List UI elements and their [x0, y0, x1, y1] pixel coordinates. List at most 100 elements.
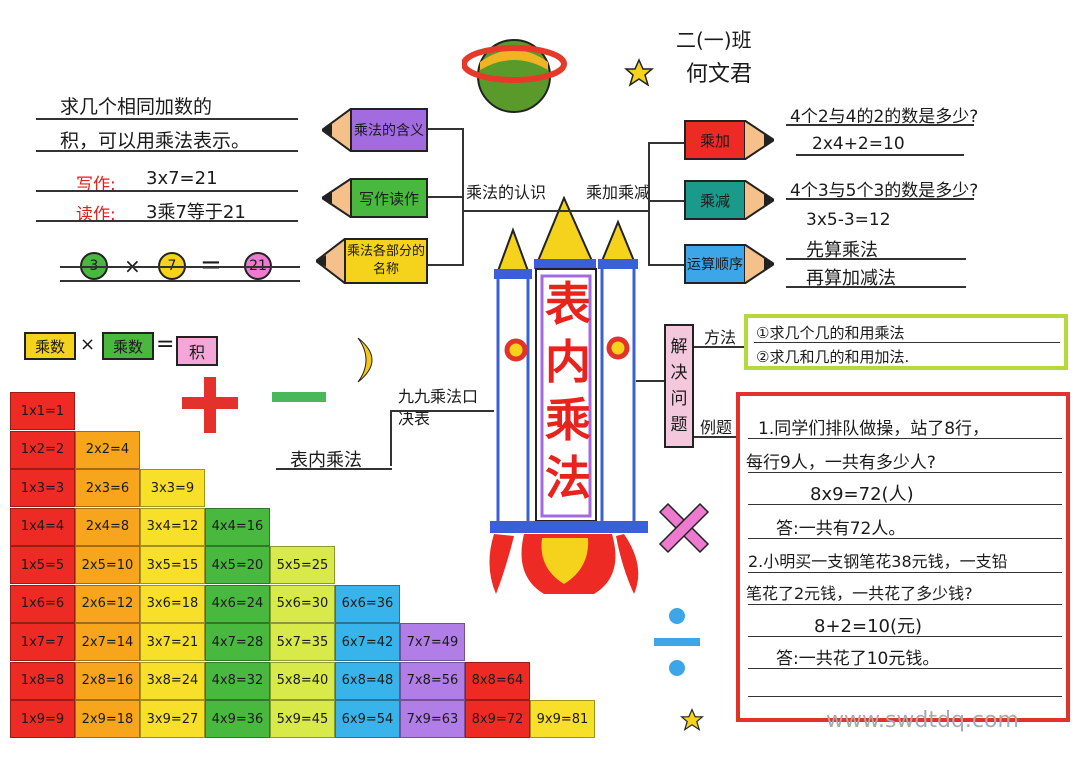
rocket-title: 表 内 乘 法 [541, 275, 595, 507]
method-rule-1: ①求几个几的和用乘法 [756, 324, 905, 342]
table-cell: 2x9=18 [75, 700, 140, 738]
table-cell: 7x9=63 [400, 700, 465, 738]
pencil-label: 写作读作 [358, 189, 419, 208]
table-cell: 3x3=9 [140, 469, 205, 507]
table-cell: 5x7=35 [270, 623, 335, 661]
multiply-symbol-icon [658, 502, 710, 554]
title-char: 法 [545, 451, 591, 505]
table-cell: 2x2=4 [75, 430, 140, 469]
parts-equals-sign: = [156, 332, 175, 357]
branch-mult-add-sub: 乘加乘减 [586, 183, 651, 202]
table-cell: 1x4=4 [10, 507, 75, 546]
equals-sign: = [200, 250, 222, 280]
table-cell: 2x7=14 [75, 623, 140, 661]
example-p1-line2: 每行9人，一共有多少人? [746, 453, 936, 473]
method-rule-2: ②求几和几的和用加法. [756, 348, 910, 366]
table-cell: 4x4=16 [205, 507, 270, 546]
question-2: 4个3与5个3的数是多少? [790, 181, 979, 201]
table-cell: 4x7=28 [205, 623, 270, 661]
table-cell: 4x6=24 [205, 584, 270, 623]
question-1: 4个2与4的2的数是多少? [790, 107, 979, 127]
example-p2-answer: 答:一共花了10元钱。 [776, 649, 940, 669]
title-char: 表 [545, 277, 591, 331]
table-cell: 2x8=16 [75, 661, 140, 700]
table-cell: 4x9=36 [205, 700, 270, 738]
pencil-order: 运算顺序 [684, 244, 774, 284]
table-cell: 6x9=54 [335, 700, 400, 738]
table-cell: 1x2=2 [10, 430, 75, 469]
pencil-label: 乘法各部分的名称 [346, 244, 425, 277]
branch-multiplication-concept: 乘法的认识 [466, 183, 547, 202]
answer-1: 2x4+2=10 [812, 134, 905, 154]
factor-label: 乘数 [112, 337, 143, 356]
branch-times-table: 九九乘法口决表 [398, 387, 479, 428]
example-p2-line2: 笔花了2元钱，一共花了多少钱? [746, 584, 973, 603]
table-cell: 1x9=9 [10, 700, 75, 738]
table-cell: 5x8=40 [270, 661, 335, 700]
pencil-part-names: 乘法各部分的名称 [316, 238, 428, 284]
table-cell: 5x6=30 [270, 584, 335, 623]
solve-char: 决 [670, 363, 688, 383]
table-cell: 4x5=20 [205, 546, 270, 584]
factor-box: 乘数 [24, 332, 76, 360]
table-cell: 2x5=10 [75, 546, 140, 584]
pencil-meaning: 乘法的含义 [322, 108, 428, 152]
table-cell: 1x3=3 [10, 469, 75, 507]
plus-symbol-icon [182, 377, 238, 433]
order-rule-1: 先算乘法 [806, 240, 878, 261]
pencil-mult-sub: 乘减 [684, 180, 774, 220]
table-cell: 3x8=24 [140, 661, 205, 700]
solve-problems-box: 解 决 问 题 [664, 324, 694, 448]
example-box: 1.同学们排队做操，站了8行， 每行9人，一共有多少人? 8x9=72(人) 答… [736, 392, 1070, 722]
table-cell: 1x1=1 [10, 392, 75, 430]
table-cell: 2x3=6 [75, 469, 140, 507]
table-cell: 5x9=45 [270, 700, 335, 738]
planet-icon [462, 39, 567, 113]
solve-char: 解 [670, 337, 688, 357]
pencil-label: 乘法的含义 [354, 123, 424, 139]
table-cell: 6x7=42 [335, 623, 400, 661]
table-cell: 3x9=27 [140, 700, 205, 738]
watermark: www.swdtdq.com [826, 708, 1019, 733]
product-box: 积 [176, 336, 218, 366]
table-cell: 1x5=5 [10, 546, 75, 584]
table-cell: 3x6=18 [140, 584, 205, 623]
table-cell: 2x4=8 [75, 507, 140, 546]
example-p1-line1: 1.同学们排队做操，站了8行， [758, 419, 990, 439]
table-cell: 1x8=8 [10, 661, 75, 700]
branch-table-multiplication: 表内乘法 [290, 450, 362, 471]
table-cell: 3x5=15 [140, 546, 205, 584]
parts-times-sign: × [80, 334, 96, 355]
definition-line1: 求几个相同加数的 [60, 96, 213, 118]
title-char: 内 [545, 335, 591, 389]
pencil-label: 运算顺序 [687, 257, 743, 273]
example-label: 例题 [700, 418, 733, 437]
example-p1-answer: 答:一共有72人。 [776, 519, 906, 539]
example-p2-line1: 2.小明买一支钢笔花38元钱，一支铅 [748, 552, 1008, 571]
table-cell: 1x6=6 [10, 584, 75, 623]
factor-label: 乘数 [34, 337, 65, 356]
table-cell: 8x9=72 [465, 700, 530, 738]
solve-char: 题 [670, 415, 688, 435]
table-cell: 3x7=21 [140, 623, 205, 661]
pencil-label: 乘减 [699, 191, 730, 210]
rocket-illustration [489, 196, 648, 594]
table-cell: 8x8=64 [465, 661, 530, 700]
table-cell: 6x8=48 [335, 661, 400, 700]
star-icon [624, 58, 654, 87]
definition-line2: 积，可以用乘法表示。 [60, 130, 251, 152]
title-char: 乘 [545, 393, 591, 447]
write-value: 3x7=21 [146, 168, 218, 189]
method-label: 方法 [704, 328, 737, 347]
table-cell: 5x5=25 [270, 546, 335, 584]
pencil-write-read: 写作读作 [322, 178, 428, 218]
example-p1-equation: 8x9=72(人) [810, 484, 914, 505]
read-value: 3乘7等于21 [146, 202, 246, 223]
table-cell: 4x8=32 [205, 661, 270, 700]
solve-char: 问 [670, 389, 688, 409]
table-cell: 1x7=7 [10, 623, 75, 661]
star-icon [680, 708, 704, 732]
table-cell: 6x6=36 [335, 584, 400, 623]
factor-box: 乘数 [102, 332, 154, 360]
author-name: 何文君 [686, 62, 753, 87]
